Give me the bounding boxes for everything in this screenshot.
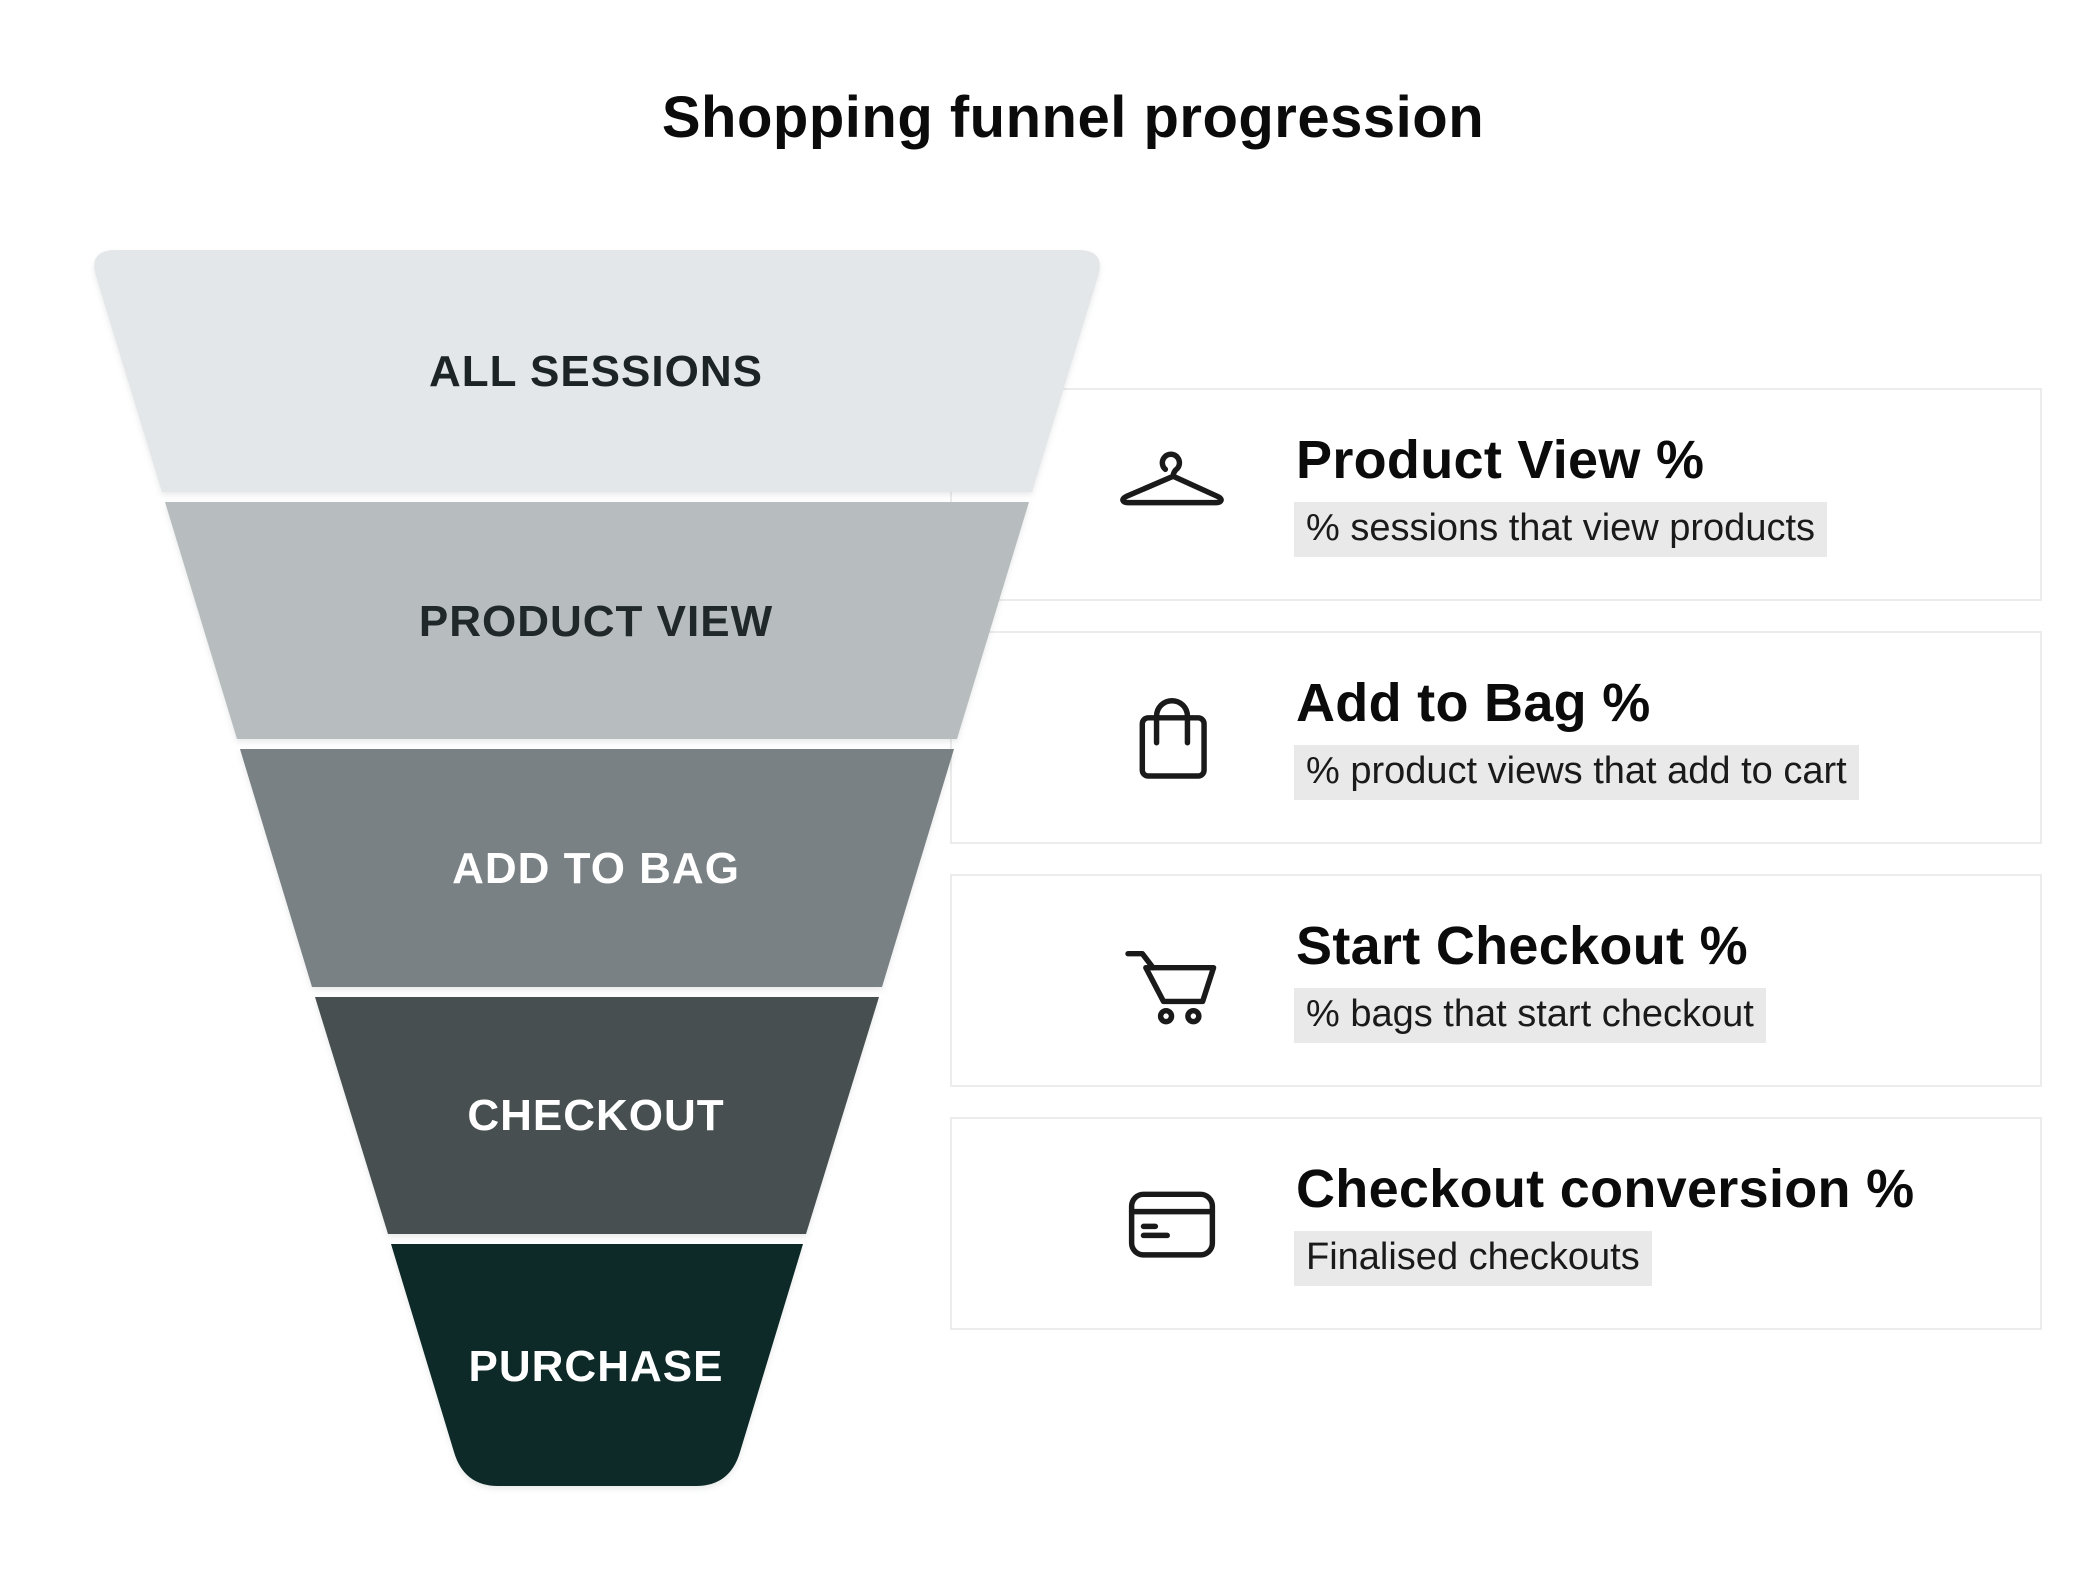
funnel-segment-purchase: PURCHASE [391,1244,803,1486]
funnel-segment-shape [315,997,879,1234]
funnel-segment-label: ADD TO BAG [452,844,740,893]
metric-card-title: Product View % [1296,429,1705,490]
funnel-segment-add-to-bag: ADD TO BAG [240,749,954,987]
funnel-segment-label: PURCHASE [469,1342,724,1391]
shopping-bag-icon [1112,678,1232,798]
metric-card-subtitle: % bags that start checkout [1294,987,1766,1044]
page-title: Shopping funnel progression [661,85,1485,150]
funnel-segment-shape [391,1244,803,1486]
metric-card-checkout-conversion: Checkout conversion % Finalised checkout… [950,1117,2042,1330]
funnel-segment-label: CHECKOUT [467,1091,724,1140]
funnel-segment-shape [165,502,1029,739]
credit-card-icon [1112,1164,1232,1284]
funnel-segment-label: ALL SESSIONS [429,347,763,396]
funnel-segment-product-view: PRODUCT VIEW [165,502,1029,739]
funnel-segment-label: PRODUCT VIEW [419,597,773,646]
shopping-cart-icon [1112,921,1232,1041]
metric-card-start-checkout: Start Checkout % % bags that start check… [950,874,2042,1087]
metric-card-add-to-bag: Add to Bag % % product views that add to… [950,631,2042,844]
funnel-segment-all-sessions: ALL SESSIONS [94,250,1100,492]
funnel-segment-shape [240,749,954,987]
metric-card-title: Start Checkout % [1296,915,1748,976]
metric-card-subtitle: % product views that add to cart [1294,744,1859,801]
funnel-segment-checkout: CHECKOUT [315,997,879,1234]
metric-card-product-view: Product View % % sessions that view prod… [950,388,2042,601]
metric-card-title: Add to Bag % [1296,672,1651,733]
metric-card-subtitle: Finalised checkouts [1294,1230,1652,1287]
metric-card-subtitle: % sessions that view products [1294,501,1828,558]
funnel-segment-shape [94,250,1100,492]
metric-card-title: Checkout conversion % [1296,1158,1915,1219]
hanger-icon [1112,435,1232,555]
